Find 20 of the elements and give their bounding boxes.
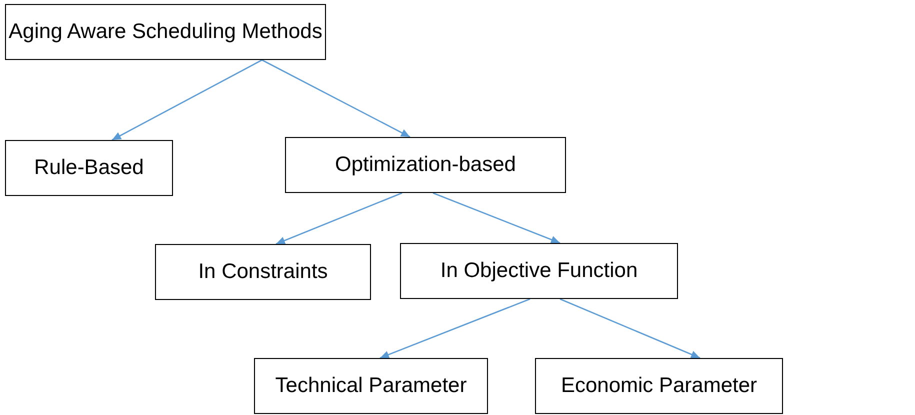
arrow (262, 59, 410, 138)
category-box (254, 358, 488, 414)
node-label: Rule-Based (34, 155, 144, 182)
category-box (5, 4, 326, 60)
node-label: Aging Aware Scheduling Methods (8, 19, 322, 46)
node-label: Optimization-based (335, 152, 516, 178)
category-box (155, 244, 371, 300)
arrow (276, 192, 402, 245)
node-label: In Constraints (198, 259, 328, 286)
arrow (432, 192, 560, 244)
arrow (560, 298, 700, 359)
node-label: In Objective Function (440, 258, 638, 284)
arrow (112, 59, 262, 141)
arrow (380, 298, 530, 359)
category-box (285, 137, 566, 193)
category-box (535, 358, 783, 414)
node-label: Technical Parameter (275, 373, 467, 400)
category-box (5, 140, 173, 196)
node-label: Economic Parameter (560, 373, 758, 400)
category-box (400, 243, 678, 299)
